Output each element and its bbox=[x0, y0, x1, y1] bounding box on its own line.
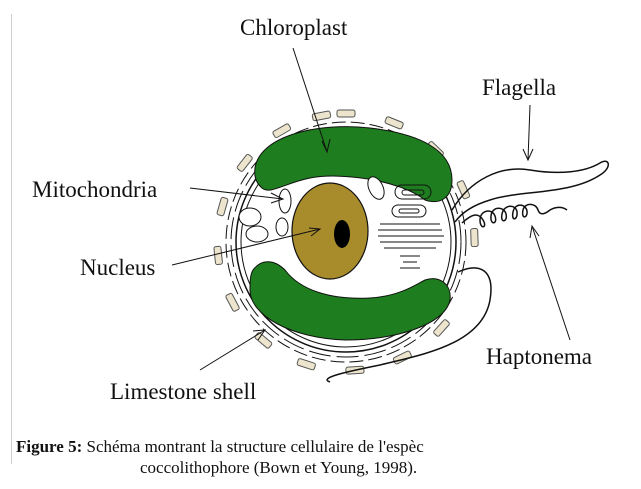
chloroplast-lower bbox=[250, 262, 450, 340]
mitochondria-label: Mitochondria bbox=[32, 178, 157, 201]
nucleolus bbox=[334, 220, 350, 248]
caption-line-2: coccolithophore (Bown et Young, 1998). bbox=[140, 458, 417, 478]
nucleus-label: Nucleus bbox=[80, 256, 155, 279]
haptonema-coil bbox=[462, 204, 567, 226]
nucleus bbox=[292, 183, 368, 279]
haptonema-label: Haptonema bbox=[486, 345, 592, 368]
figure-number: Figure 5: bbox=[16, 437, 82, 456]
chloroplast-label: Chloroplast bbox=[240, 16, 347, 39]
limestone-shell-label: Limestone shell bbox=[110, 380, 256, 403]
caption-line-1: Schéma montrant la structure cellulaire … bbox=[82, 437, 424, 456]
flagella-label: Flagella bbox=[482, 76, 556, 99]
flagellum-upper bbox=[452, 161, 608, 222]
